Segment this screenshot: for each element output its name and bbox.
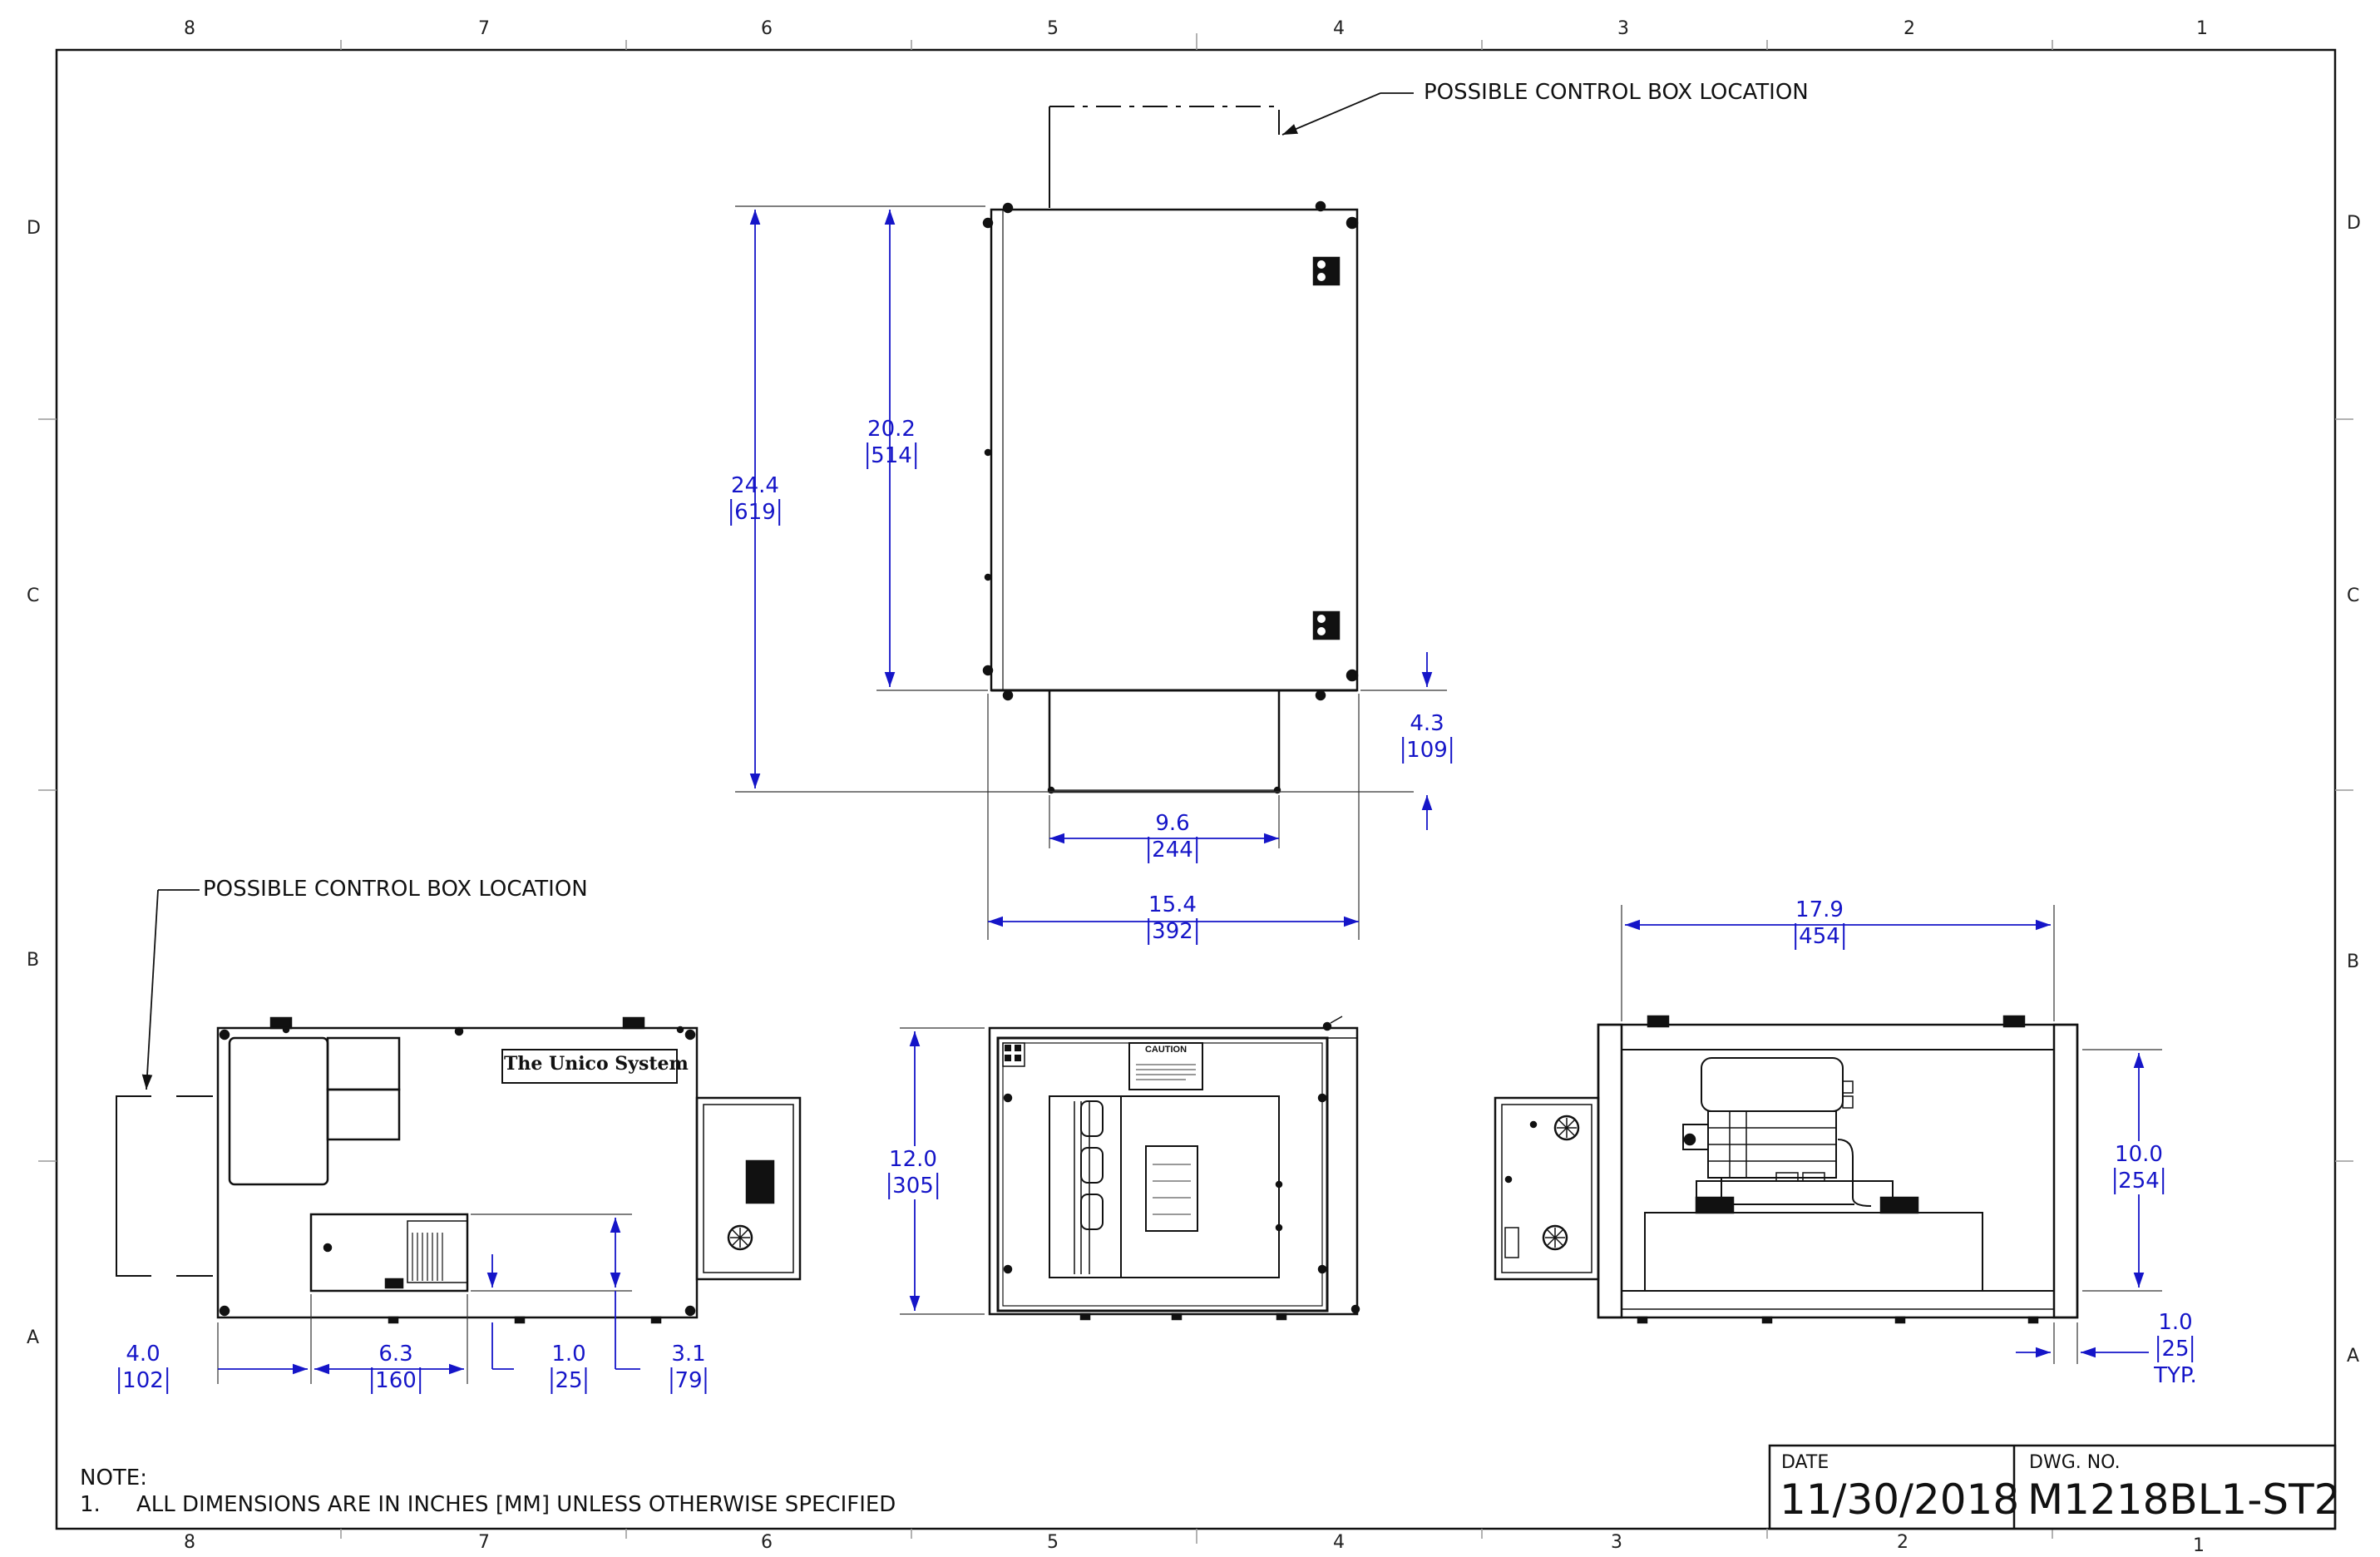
column-label: 6 — [761, 18, 773, 39]
row-label: D — [27, 218, 41, 239]
right-side-view — [1494, 1015, 2079, 1324]
row-label: A — [27, 1327, 40, 1348]
note-item-number: 1. — [80, 1492, 101, 1517]
date-label: DATE — [1781, 1452, 1829, 1473]
row-label: D — [2347, 213, 2361, 234]
column-label: 7 — [478, 1532, 490, 1553]
column-label: 5 — [1047, 1532, 1059, 1553]
column-label: 1 — [2196, 18, 2208, 39]
caution-label: CAUTION — [1144, 1045, 1188, 1055]
row-label: C — [27, 586, 40, 606]
column-label: 3 — [1611, 1532, 1622, 1553]
column-label: 8 — [184, 18, 195, 39]
top-callout-leader — [1281, 92, 1414, 136]
left-view-dimension-lines — [217, 1213, 640, 1384]
title-block-frame — [1768, 1444, 2337, 1530]
column-label: 5 — [1047, 18, 1059, 39]
row-label: B — [27, 950, 40, 971]
date-value: 11/30/2018 — [1780, 1475, 2020, 1524]
note-item-text: ALL DIMENSIONS ARE IN INCHES [MM] UNLESS… — [136, 1492, 896, 1517]
column-label: 8 — [184, 1532, 195, 1553]
top-view — [982, 106, 1359, 794]
callout-top-control-box: POSSIBLE CONTROL BOX LOCATION — [1424, 80, 1809, 105]
column-label: 3 — [1617, 18, 1629, 39]
right-view-dimension-lines — [1621, 905, 2162, 1364]
note-heading: NOTE: — [80, 1466, 147, 1490]
column-label: 4 — [1333, 18, 1345, 39]
column-label: 4 — [1333, 1532, 1345, 1553]
top-view-dimension-lines — [735, 205, 1447, 940]
row-label: A — [2347, 1346, 2360, 1367]
column-label: 6 — [761, 1532, 773, 1553]
left-side-view — [116, 1016, 802, 1324]
column-label: 2 — [1897, 1532, 1908, 1553]
unit-nameplate: The Unico System — [504, 1053, 689, 1075]
left-callout-leader — [141, 889, 200, 1090]
column-label: 2 — [1904, 18, 1915, 39]
drawing-number-value: M1218BL1-ST2 — [2027, 1475, 2341, 1524]
callout-side-control-box: POSSIBLE CONTROL BOX LOCATION — [203, 877, 588, 902]
column-label: 7 — [478, 18, 490, 39]
front-view — [988, 1016, 1360, 1321]
row-label: B — [2347, 952, 2360, 972]
drawing-number-label: DWG. NO. — [2029, 1452, 2121, 1473]
row-label: C — [2347, 586, 2360, 606]
sheet-border — [38, 33, 2353, 1544]
column-label: 1 — [2193, 1535, 2205, 1556]
